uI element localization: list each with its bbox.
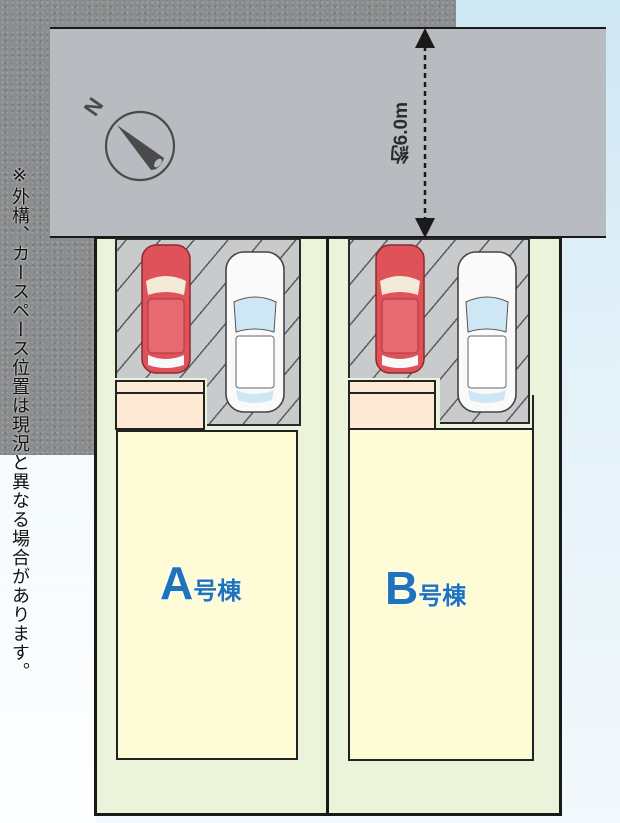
porch-step-line — [350, 392, 434, 394]
porch-step-line — [117, 392, 203, 394]
building-suffix: 号棟 — [418, 583, 467, 610]
red-car-icon — [141, 244, 191, 374]
fence-line-b — [532, 395, 534, 430]
background-fade — [0, 455, 96, 823]
north-compass: N — [79, 92, 182, 188]
road-width-label: 約6.0m — [390, 102, 412, 165]
compass-icon — [104, 110, 176, 182]
road-width-dimension — [410, 28, 440, 238]
white-car-icon — [457, 251, 517, 413]
red-car-icon — [375, 244, 425, 374]
double-arrow-icon — [415, 28, 435, 238]
building-suffix: 号棟 — [193, 578, 242, 605]
white-car-icon — [225, 251, 285, 413]
building-letter: B — [385, 562, 419, 614]
building-a — [116, 430, 298, 760]
porch-b — [348, 380, 436, 430]
building-a-label: A 号棟 — [160, 560, 241, 606]
building-letter: A — [160, 557, 194, 609]
porch-a — [115, 380, 205, 430]
building-b — [348, 428, 534, 761]
disclaimer-note: ※外構、カースペース位置は現況と異なる場合があります。 — [9, 165, 30, 681]
road-width-label-wrap: 約6.0m — [388, 86, 414, 181]
building-b-label: B 号棟 — [385, 565, 466, 611]
